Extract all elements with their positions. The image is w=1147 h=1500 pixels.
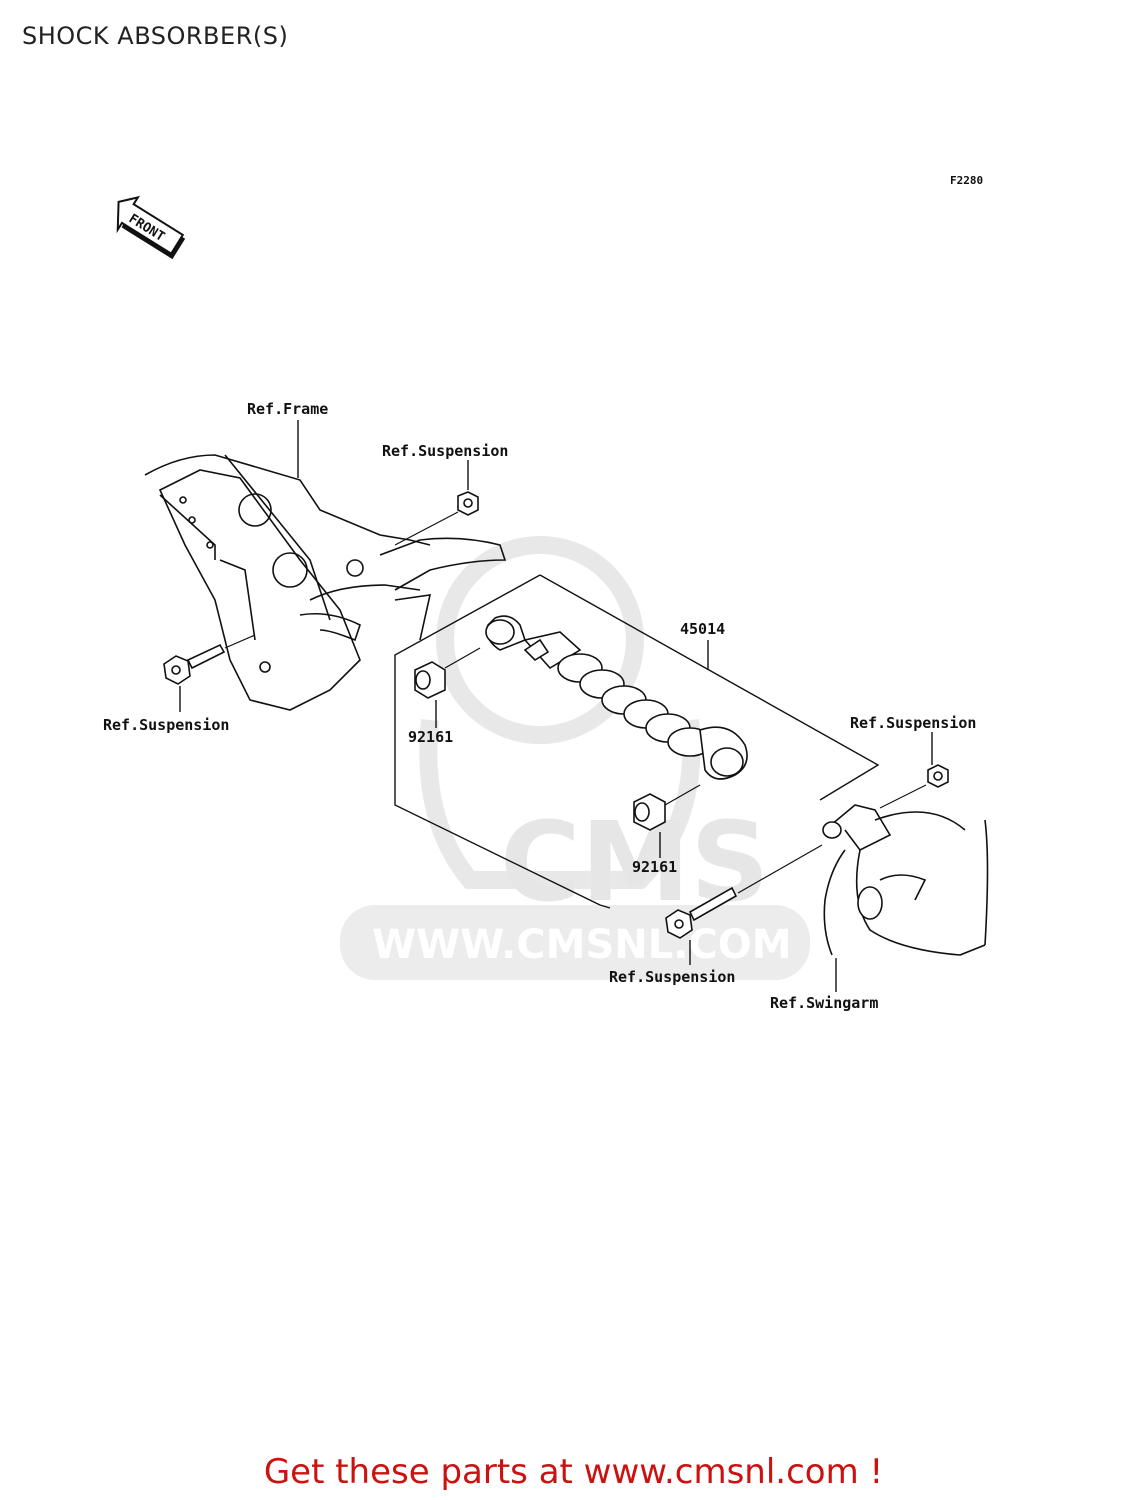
- label-collar-lower: 92161: [632, 858, 677, 876]
- label-ref-suspension-right: Ref.Suspension: [850, 714, 976, 732]
- swingarm-drawing: [822, 804, 989, 956]
- watermark-logo: [419, 536, 701, 889]
- label-ref-suspension-top: Ref.Suspension: [382, 442, 508, 460]
- lower-collar-drawing: [633, 793, 666, 831]
- upper-nut-drawing: [457, 491, 479, 516]
- parts-diagram: CMS WWW.CMSNL.COM F2280 FRONT Ref.Frame: [103, 174, 989, 1012]
- upper-collar-drawing: [414, 661, 446, 699]
- label-ref-frame: Ref.Frame: [247, 400, 328, 418]
- label-collar-upper: 92161: [408, 728, 453, 746]
- front-arrow-icon: FRONT: [116, 195, 186, 260]
- promo-banner[interactable]: Get these parts at www.cmsnl.com !: [0, 1452, 1147, 1492]
- watermark-text: WWW.CMSNL.COM: [372, 922, 792, 968]
- right-nut-drawing: [927, 764, 949, 788]
- page-title: SHOCK ABSORBER(S): [22, 22, 289, 50]
- label-ref-suspension-left: Ref.Suspension: [103, 716, 229, 734]
- label-ref-suspension-bottom: Ref.Suspension: [609, 968, 735, 986]
- label-shock-absorber: 45014: [680, 620, 725, 638]
- promo-link[interactable]: Get these parts at www.cmsnl.com !: [263, 1452, 884, 1492]
- watermark-banner: [340, 905, 810, 980]
- shock-assembly-box: [394, 574, 880, 909]
- shock-absorber-drawing: [485, 615, 748, 780]
- figure-code: F2280: [950, 174, 983, 187]
- watermark: CMS WWW.CMSNL.COM: [340, 536, 810, 980]
- label-ref-swingarm: Ref.Swingarm: [770, 994, 878, 1012]
- bottom-bolt-drawing: [665, 886, 738, 939]
- left-bolt-drawing: [163, 643, 226, 685]
- frame-drawing: [144, 454, 507, 711]
